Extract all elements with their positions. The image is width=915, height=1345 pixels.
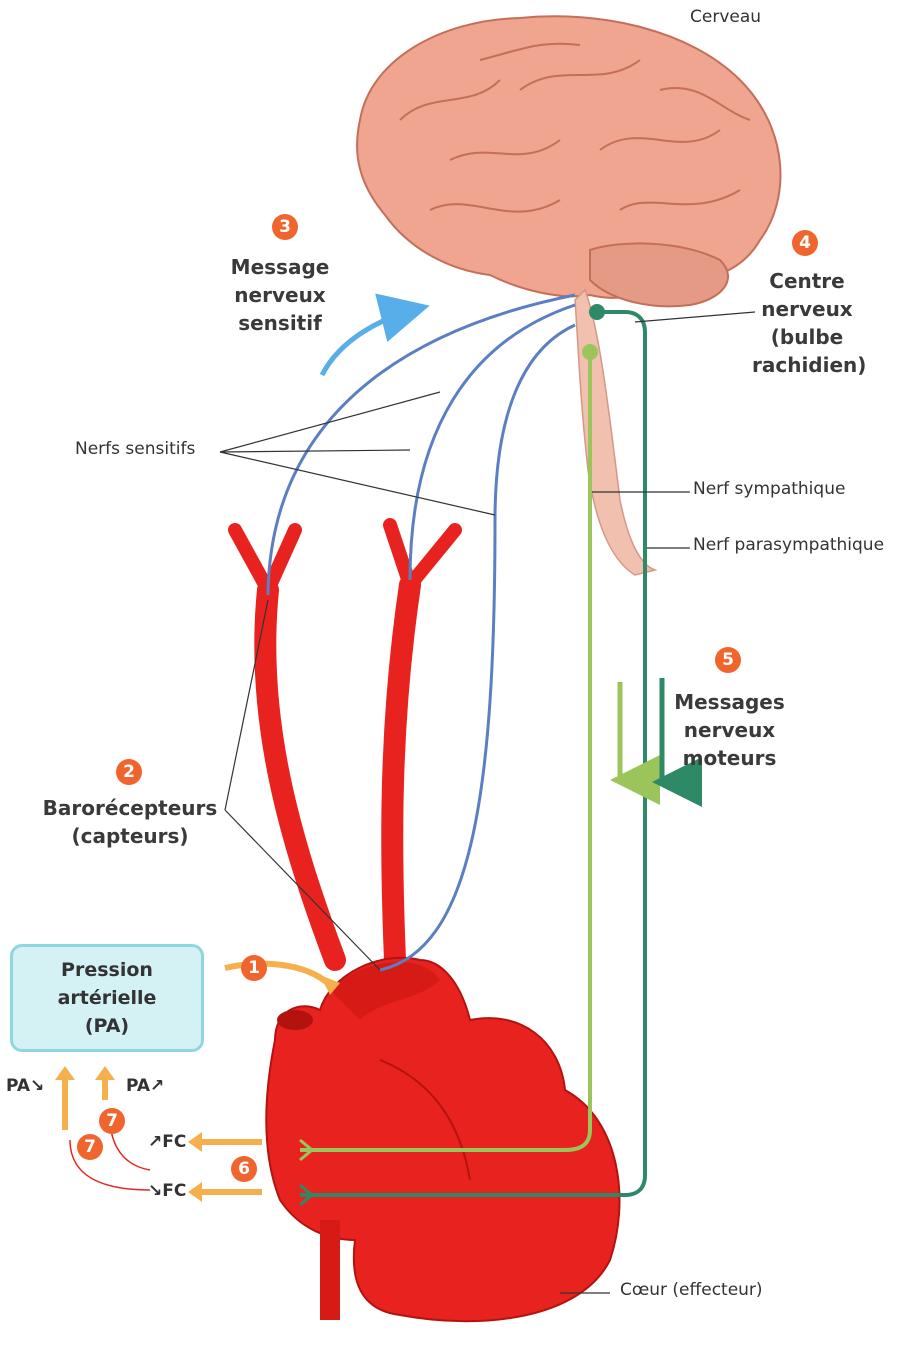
step-7-badge-a: 7	[99, 1108, 125, 1134]
step-3-line3: sensitif	[225, 309, 335, 337]
step-3-text: Message nerveux sensitif	[225, 253, 335, 337]
step-4-badge: 4	[792, 230, 818, 256]
step-6-badge: 6	[231, 1156, 257, 1182]
label-pa-up: PA↗	[126, 1076, 164, 1096]
heart-illustration	[266, 958, 619, 1321]
label-sensory-nerves: Nerfs sensitifs	[75, 439, 195, 459]
label-fc-down: ↘FC	[148, 1181, 186, 1201]
step-4-text: Centre nerveux (bulbe rachidien)	[752, 267, 862, 379]
step-4-line4: rachidien)	[752, 351, 862, 379]
step-5-line1: Messages	[672, 688, 787, 716]
step-4-line1: Centre	[752, 267, 862, 295]
step-4-line3: (bulbe	[752, 323, 862, 351]
step-2-line2: (capteurs)	[40, 822, 220, 850]
step-3-badge: 3	[272, 214, 298, 240]
label-pa-down: PA↘	[6, 1076, 44, 1096]
step-2-badge: 2	[116, 759, 142, 785]
step-2-text: Barorécepteurs (capteurs)	[40, 794, 220, 850]
step-5-line3: moteurs	[672, 744, 787, 772]
label-brain: Cerveau	[690, 7, 761, 27]
pressure-box: Pression artérielle (PA)	[10, 944, 204, 1052]
step-1-badge: 1	[241, 955, 267, 981]
label-fc-up: ↗FC	[148, 1132, 186, 1152]
step-4-line2: nerveux	[752, 295, 862, 323]
step-5-badge: 5	[715, 647, 741, 673]
pressure-line2: artérielle	[58, 984, 157, 1012]
sensory-message-arrow	[322, 308, 420, 375]
step-5-line2: nerveux	[672, 716, 787, 744]
step-2-line1: Barorécepteurs	[40, 794, 220, 822]
sympathetic-node	[582, 344, 598, 360]
step-3-line2: nerveux	[225, 281, 335, 309]
pressure-line3: (PA)	[85, 1012, 129, 1040]
label-heart: Cœur (effecteur)	[620, 1280, 763, 1300]
pressure-line1: Pression	[61, 956, 153, 984]
step-5-text: Messages nerveux moteurs	[672, 688, 787, 772]
step-7-badge-b: 7	[77, 1134, 103, 1160]
parasympathetic-node	[589, 304, 605, 320]
label-sympathetic-nerve: Nerf sympathique	[693, 479, 845, 499]
step-3-line1: Message	[225, 253, 335, 281]
label-parasympathetic-nerve: Nerf parasympathique	[693, 535, 884, 555]
